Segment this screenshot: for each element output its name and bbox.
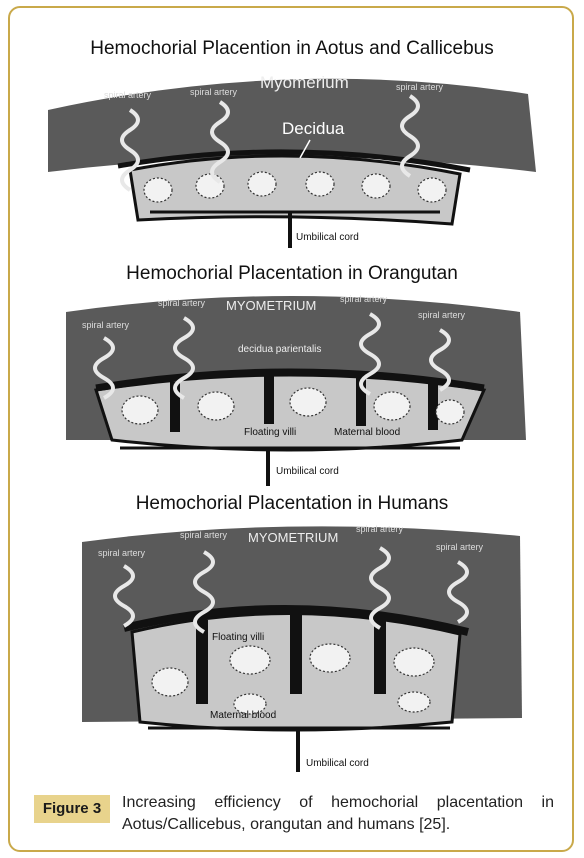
myometrium-label: MYOMETRIUM — [248, 530, 338, 545]
maternal-blood-label: Maternal blood — [210, 710, 276, 721]
spiral-artery-label: spiral artery — [98, 548, 146, 558]
spiral-artery-label: spiral artery — [82, 320, 130, 330]
umbilical-cord-label: Umbilical cord — [296, 232, 359, 243]
septa — [170, 374, 438, 432]
spiral-artery-label: spiral artery — [190, 87, 238, 97]
decidua-line — [117, 149, 471, 173]
panel-1-diagram: spiral artery spiral artery spiral arter… — [48, 73, 536, 248]
maternal-blood-label: Maternal blood — [334, 427, 400, 438]
panel-2-diagram: spiral artery spiral artery spiral arter… — [66, 294, 526, 486]
decidua-line — [123, 604, 469, 636]
spiral-artery-coils — [93, 312, 451, 400]
myometrium-label: MYOMETRIUM — [226, 298, 316, 313]
spiral-artery-label: spiral artery — [180, 530, 228, 540]
spiral-artery-coils — [113, 546, 469, 634]
spiral-artery-label: spiral artery — [158, 298, 206, 308]
villi-group — [143, 171, 447, 203]
panel-1-title: Hemochorial Placention in Aotus and Call… — [90, 38, 494, 59]
umbilical-cord-label: Umbilical cord — [306, 758, 369, 769]
spiral-artery-label: spiral artery — [436, 542, 484, 552]
septa — [196, 610, 386, 704]
villi-group — [121, 387, 465, 425]
villi-group — [151, 643, 435, 715]
decidua-parietalis-label: decidua parientalis — [238, 344, 321, 355]
floating-villi-label: Floating villi — [212, 632, 264, 643]
spiral-artery-label: spiral artery — [356, 524, 404, 534]
figure-caption: Figure 3 Increasing efficiency of hemoch… — [34, 792, 554, 842]
decidua-label: Decidua — [282, 119, 345, 138]
spiral-artery-label: spiral artery — [418, 310, 466, 320]
spiral-artery-coils — [120, 94, 420, 192]
spiral-artery-label: spiral artery — [104, 90, 152, 100]
myometrium-label: Myomerium — [260, 73, 349, 92]
panel-3-title: Hemochorial Placentation in Humans — [135, 493, 449, 514]
panel-2-title: Hemochorial Placentation in Orangutan — [126, 263, 458, 284]
panel-3-diagram: spiral artery spiral artery spiral arter… — [82, 524, 522, 772]
figure-label: Figure 3 — [34, 795, 110, 823]
caption-text: Increasing efficiency of hemochorial pla… — [122, 794, 554, 833]
placenta-body — [128, 154, 462, 226]
floating-villi-label: Floating villi — [244, 427, 296, 438]
decidua-line — [95, 368, 485, 392]
spiral-artery-label: spiral artery — [396, 82, 444, 92]
umbilical-cord-label: Umbilical cord — [276, 466, 339, 477]
myometrium-layer — [48, 78, 536, 172]
spiral-artery-label: spiral artery — [340, 294, 388, 304]
